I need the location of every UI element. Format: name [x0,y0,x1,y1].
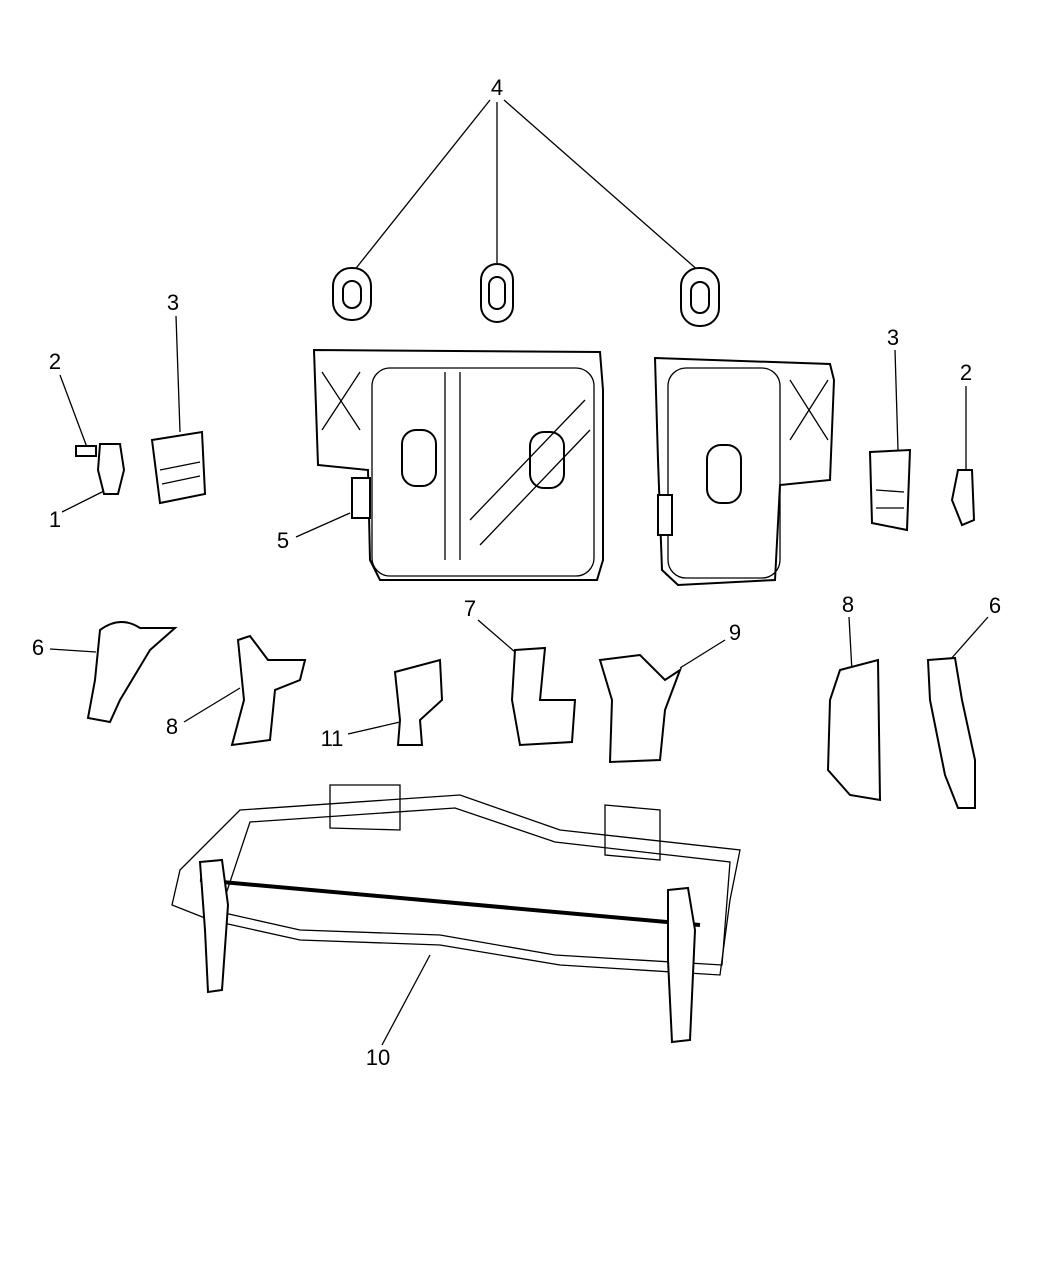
callout-3-left: 3 [166,290,180,315]
callout-8-left: 8 [165,714,179,739]
callout-6-left: 6 [31,635,45,660]
callout-10: 10 [365,1045,391,1070]
leader-lines [49,99,989,1046]
callout-6-right: 6 [988,593,1002,618]
right-latch-parts [868,448,976,532]
callout-11: 11 [320,726,344,751]
callout-2-left: 2 [48,349,62,374]
head-restraint-guides [332,263,720,327]
callout-4: 4 [490,75,504,100]
callout-3-right: 3 [886,325,900,350]
callout-7: 7 [463,596,477,621]
callout-8-right: 8 [841,592,855,617]
brackets-and-covers [86,621,976,809]
callout-1: 1 [48,507,62,532]
seat-back-panels [312,348,836,587]
seat-cushion-frame [171,784,741,1044]
callout-5: 5 [276,528,290,553]
callout-2-right: 2 [959,360,973,385]
callout-9: 9 [728,620,742,645]
left-latch-parts [75,430,207,505]
